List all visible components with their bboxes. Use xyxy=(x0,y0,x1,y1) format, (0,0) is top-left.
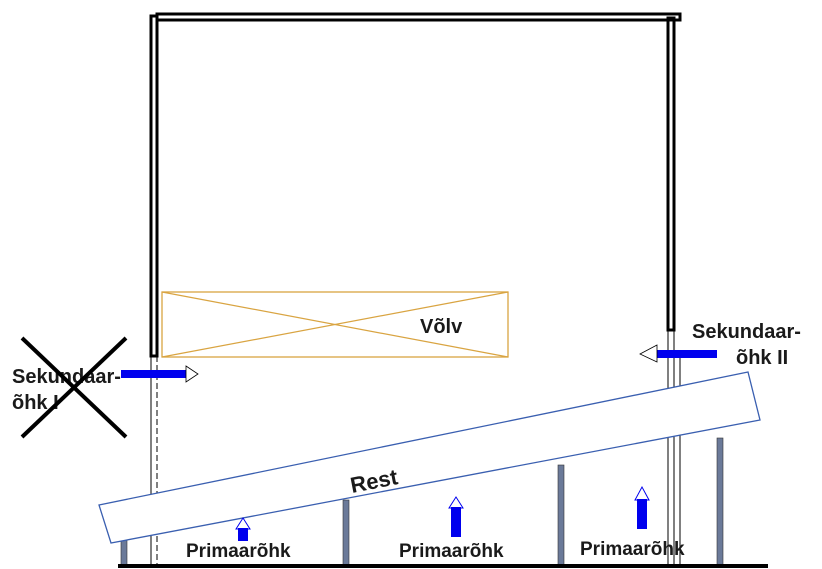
secondary-right-label-line2: õhk II xyxy=(736,347,788,369)
primary-air-label: Primaarõhk xyxy=(580,539,685,560)
ceiling-beam xyxy=(155,12,682,22)
x-cross-icon xyxy=(20,336,128,439)
vault: Võlv xyxy=(161,291,509,358)
support-post xyxy=(557,464,565,566)
arrow-left-icon xyxy=(639,344,717,363)
grate: Rest xyxy=(98,371,761,544)
support-post xyxy=(342,499,350,566)
left-wall xyxy=(149,14,159,358)
primary-air-label: Primaarõhk xyxy=(186,541,291,562)
support-post xyxy=(120,539,128,566)
right-wall xyxy=(666,16,676,332)
secondary-left-label-line2: õhk I xyxy=(12,392,59,414)
vault-box xyxy=(161,291,509,358)
arrow-up-icon xyxy=(634,485,650,529)
secondary-air-right: Sekundaar- õhk II xyxy=(639,321,801,369)
vault-diagonal-2 xyxy=(161,291,509,358)
secondary-right-label-line1: Sekundaar- xyxy=(692,321,801,343)
arrow-right-icon xyxy=(121,365,199,383)
secondary-air-left: Sekundaar- õhk I xyxy=(12,336,199,439)
support-post xyxy=(716,437,724,566)
secondary-left-label-line1: Sekundaar- xyxy=(12,366,121,388)
grate-bar xyxy=(98,371,761,544)
arrow-up-icon xyxy=(448,496,464,537)
arrow-up-icon xyxy=(235,517,251,541)
vault-label: Võlv xyxy=(420,316,463,338)
primary-air-label: Primaarõhk xyxy=(399,541,504,562)
